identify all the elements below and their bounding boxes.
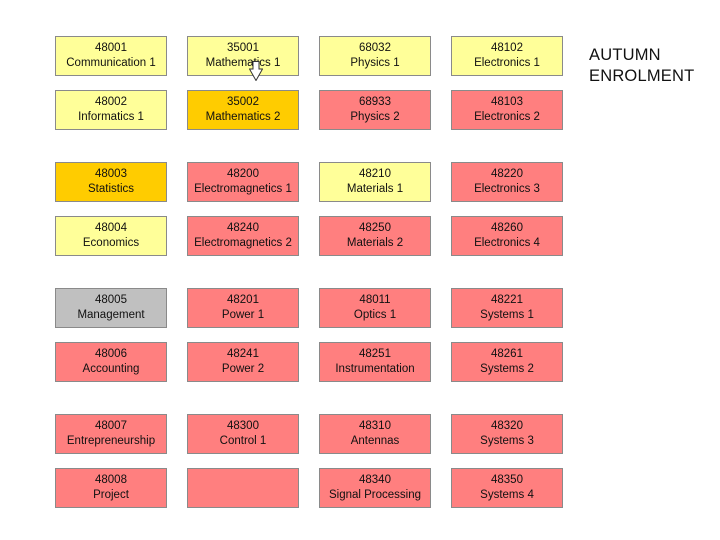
subject-code: 48250 (359, 222, 391, 234)
title-line-1: AUTUMN (589, 46, 661, 64)
subject-code: 48340 (359, 474, 391, 486)
subject-name: Economics (82, 237, 140, 249)
subject-code: 48201 (227, 294, 259, 306)
subject-name: Mathematics 2 (205, 111, 281, 123)
subject-code: 48251 (359, 348, 391, 360)
subject-code: 48261 (491, 348, 523, 360)
subject-code: 48003 (95, 168, 127, 180)
subject-code: 35001 (227, 42, 259, 54)
subject-name: Systems 1 (480, 309, 534, 321)
subject-name: Materials 1 (346, 183, 404, 195)
subject-code: 48260 (491, 222, 523, 234)
subject-code: 48103 (491, 96, 523, 108)
subject-name: Signal Processing (328, 489, 422, 501)
subject-name: Optics 1 (353, 309, 397, 321)
subject-name: Instrumentation (335, 363, 415, 375)
subject-name: Systems 4 (480, 489, 534, 501)
subject-code: 35002 (227, 96, 259, 108)
subject-name: Electronics 1 (474, 57, 540, 69)
subject-code: 48350 (491, 474, 523, 486)
subject-code: 48241 (227, 348, 259, 360)
subject-code: 48310 (359, 420, 391, 432)
subject-name: Systems 2 (480, 363, 534, 375)
subject-code: 48011 (359, 294, 391, 306)
subject-cell (187, 468, 299, 508)
subject-name: Mathematics 1 (205, 57, 281, 69)
subject-name: Electronics 2 (474, 111, 540, 123)
subject-name: Materials 2 (346, 237, 404, 249)
subject-name: Accounting (82, 363, 140, 375)
subject-code: 48210 (359, 168, 391, 180)
subject-name: Statistics (87, 183, 134, 195)
subject-name: Entrepreneurship (66, 435, 156, 447)
subject-name: Management (77, 309, 145, 321)
subject-code: 48001 (95, 42, 127, 54)
page-title: AUTUMN ENROLMENT (589, 45, 694, 87)
subject-code: 48220 (491, 168, 523, 180)
subject-name: Project (93, 489, 129, 501)
subject-name: Power 2 (221, 363, 265, 375)
subject-code: 48300 (227, 420, 259, 432)
subject-name: Electronics 4 (474, 237, 540, 249)
subject-code: 48005 (95, 294, 127, 306)
subject-name: Antennas (350, 435, 400, 447)
subject-name: Electromagnetics 2 (194, 237, 292, 249)
title-line-2: ENROLMENT (589, 67, 695, 85)
subject-name: Physics 2 (350, 111, 400, 123)
subject-code: 48006 (95, 348, 127, 360)
subject-code: 48007 (95, 420, 127, 432)
subject-name: Informatics 1 (78, 111, 144, 123)
subject-name: Electronics 3 (474, 183, 540, 195)
subject-name: Physics 1 (350, 57, 400, 69)
subject-code: 48320 (491, 420, 523, 432)
subject-name: Communication 1 (66, 57, 156, 69)
subject-code: 48004 (95, 222, 127, 234)
subject-code: 48102 (491, 42, 523, 54)
subject-code: 48221 (491, 294, 523, 306)
subject-code: 48008 (95, 474, 127, 486)
subject-code: 48240 (227, 222, 259, 234)
subject-code: 48002 (95, 96, 127, 108)
subject-name: Electromagnetics 1 (194, 183, 292, 195)
subject-name: Power 1 (221, 309, 265, 321)
subject-name: Systems 3 (480, 435, 534, 447)
subject-code: 68032 (359, 42, 391, 54)
subject-code: 68933 (359, 96, 391, 108)
subject-code: 48200 (227, 168, 259, 180)
subject-name: Control 1 (219, 435, 267, 447)
